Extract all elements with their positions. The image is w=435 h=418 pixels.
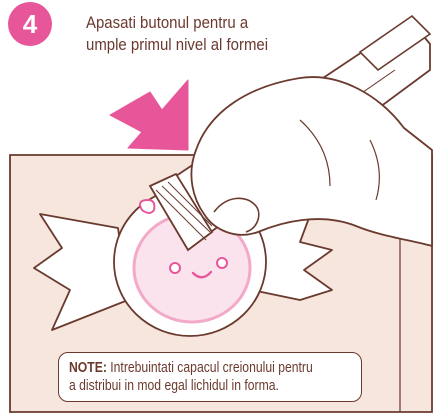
step-number: 4 bbox=[23, 9, 37, 39]
note-line-2: a distribui in mod egal lichidul in form… bbox=[69, 377, 355, 395]
candy-bow bbox=[140, 200, 154, 213]
candy-eye-right bbox=[217, 258, 227, 268]
step-badge: 4 bbox=[8, 2, 52, 46]
press-arrow-icon bbox=[110, 80, 188, 150]
instruction-line-2: umple primul nivel al formei bbox=[86, 34, 306, 56]
note-label: NOTE: bbox=[69, 360, 107, 376]
candy-eye-left bbox=[170, 263, 180, 273]
note-line-1: NOTE: Intrebuintati capacul creionului p… bbox=[69, 359, 355, 377]
note-box: NOTE: Intrebuintati capacul creionului p… bbox=[58, 352, 362, 402]
instruction-text: Apasati butonul pentru a umple primul ni… bbox=[86, 12, 306, 56]
instruction-line-1: Apasati butonul pentru a bbox=[86, 12, 306, 34]
note-text-1: Intrebuintati capacul creionului pentru bbox=[107, 360, 313, 376]
